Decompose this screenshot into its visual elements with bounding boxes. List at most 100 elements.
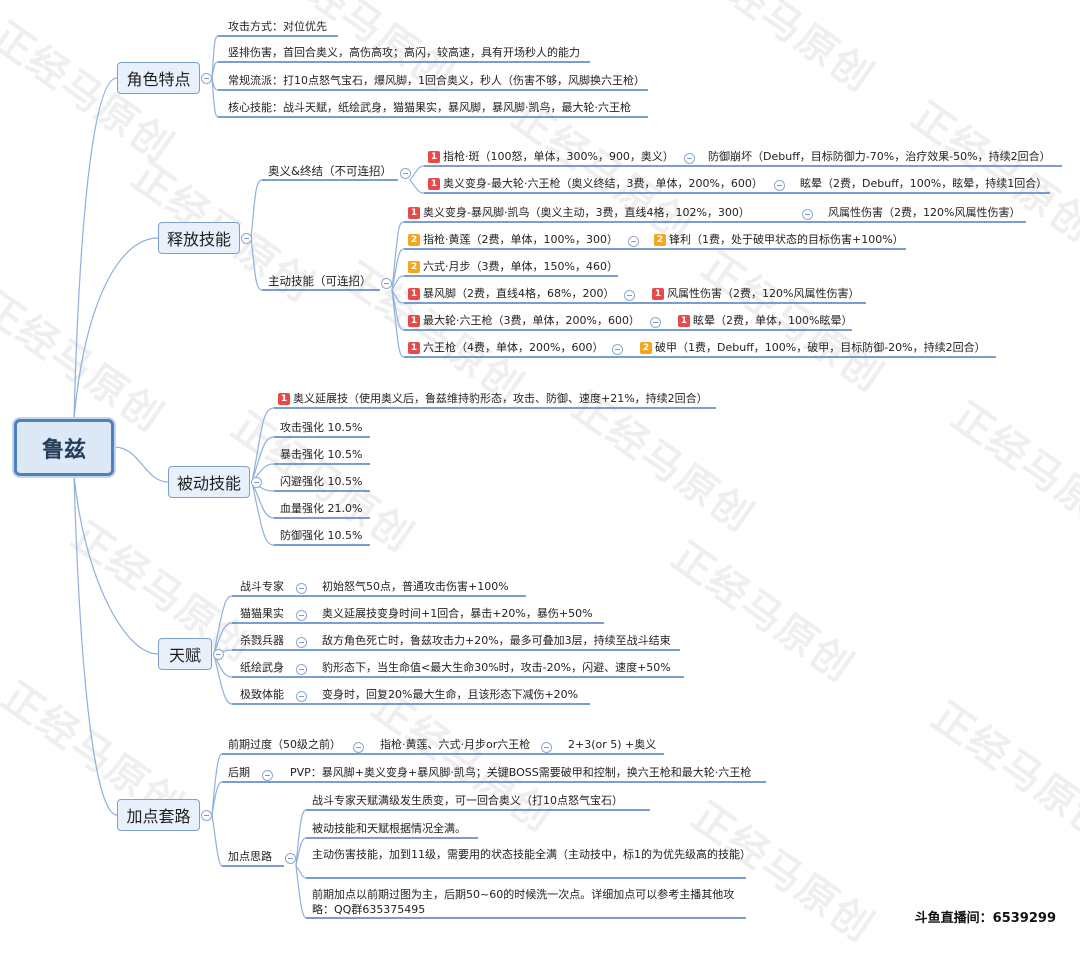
active-skill-2-text: 指枪·黄莲（2费，单体，100%，300） bbox=[423, 233, 618, 246]
passive-ult-extension-text: 奥义延展技（使用奥义后，鲁兹维持豹形态，攻击、防御、速度+21%，持续2回合） bbox=[293, 392, 708, 405]
collapse-toggle-icon[interactable] bbox=[400, 168, 411, 179]
talent-desc[interactable]: 豹形态下，当生命值<最大生命30%时，攻击-20%，闪避、速度+50% bbox=[322, 661, 671, 674]
priority-badge-1: 1 bbox=[408, 342, 420, 354]
branch-features[interactable]: 角色特点 bbox=[117, 62, 200, 94]
ult-finish-text: 奥义变身-最大轮·六王枪（奥义终结，3费，单体，200%，600） bbox=[443, 177, 763, 190]
collapse-toggle-icon[interactable] bbox=[296, 637, 307, 648]
collapse-toggle-icon[interactable] bbox=[285, 853, 296, 864]
passive-attack[interactable]: 攻击强化 10.5% bbox=[280, 421, 363, 434]
priority-badge-2: 2 bbox=[408, 234, 420, 246]
collapse-toggle-icon[interactable] bbox=[213, 649, 224, 660]
passive-crit[interactable]: 暴击强化 10.5% bbox=[280, 448, 363, 461]
build-idea[interactable]: 主动伤害技能，加到11级，需要用的状态技能全满（主动技中，标1的为优先级高的技能… bbox=[312, 848, 751, 861]
skills-active-label[interactable]: 主动技能（可连招） bbox=[268, 274, 372, 288]
collapse-toggle-icon[interactable] bbox=[802, 209, 813, 220]
active-skill-6-text: 六王枪（4费，单体，200%，600） bbox=[423, 341, 604, 354]
collapse-toggle-icon[interactable] bbox=[201, 810, 212, 821]
talent-name[interactable]: 猫猫果实 bbox=[240, 607, 284, 620]
collapse-toggle-icon[interactable] bbox=[353, 742, 364, 753]
talent-name[interactable]: 战斗专家 bbox=[240, 580, 284, 593]
build-early-skills[interactable]: 指枪·黄莲、六式·月步or六王枪 bbox=[380, 738, 531, 751]
collapse-toggle-icon[interactable] bbox=[774, 180, 785, 191]
active-skill-3-text: 六式·月步（3费，单体，150%，460） bbox=[423, 260, 618, 273]
priority-badge-1: 1 bbox=[408, 207, 420, 219]
branch-talents[interactable]: 天赋 bbox=[158, 638, 212, 670]
priority-badge-1: 1 bbox=[678, 315, 690, 327]
talent-desc[interactable]: 敌方角色死亡时，鲁兹攻击力+20%，最多可叠加3层，持续至战斗结束 bbox=[322, 634, 671, 647]
collapse-toggle-icon[interactable] bbox=[541, 742, 552, 753]
talent-name[interactable]: 纸绘武身 bbox=[240, 661, 284, 674]
collapse-toggle-icon[interactable] bbox=[624, 290, 635, 301]
collapse-toggle-icon[interactable] bbox=[296, 691, 307, 702]
collapse-toggle-icon[interactable] bbox=[241, 233, 252, 244]
build-late-text[interactable]: PVP：暴风脚+奥义变身+暴风脚·凯鸟；关键BOSS需要破甲和控制，换六王枪和最… bbox=[290, 766, 752, 779]
priority-badge-1: 1 bbox=[652, 288, 664, 300]
collapse-toggle-icon[interactable] bbox=[628, 236, 639, 247]
priority-badge-2: 2 bbox=[654, 234, 666, 246]
branch-build[interactable]: 加点套路 bbox=[117, 799, 200, 831]
talent-desc[interactable]: 奥义延展技变身时间+1回合，暴击+20%，暴伤+50% bbox=[322, 607, 593, 620]
ult-skill-effect[interactable]: 防御崩坏（Debuff，目标防御力-70%，治疗效果-50%，持续2回合） bbox=[708, 150, 1051, 163]
priority-badge-1: 1 bbox=[428, 178, 440, 190]
skills-ult-label[interactable]: 奥义&终结（不可连招） bbox=[268, 164, 392, 178]
active-skill-1-text: 奥义变身-暴风脚·凯鸟（奥义主动，3费，直线4格，102%，300） bbox=[423, 206, 750, 219]
collapse-toggle-icon[interactable] bbox=[201, 73, 212, 84]
build-idea[interactable]: 战斗专家天赋满级发生质变，可一回合奥义（打10点怒气宝石） bbox=[312, 794, 623, 807]
talent-name[interactable]: 杀戮兵器 bbox=[240, 634, 284, 647]
collapse-toggle-icon[interactable] bbox=[296, 664, 307, 675]
talent-desc[interactable]: 初始怒气50点，普通攻击伤害+100% bbox=[322, 580, 509, 593]
priority-badge-2: 2 bbox=[640, 342, 652, 354]
feature-attack-mode[interactable]: 攻击方式：对位优先 bbox=[228, 20, 327, 33]
active-skill-2-effect-text: 锋利（1费，处于破甲状态的目标伤害+100%） bbox=[669, 233, 904, 246]
branch-passive[interactable]: 被动技能 bbox=[168, 466, 250, 498]
feature-playstyle[interactable]: 常规流派：打10点怒气宝石，爆风脚，1回合奥义，秒人（伤害不够，风脚换六王枪） bbox=[228, 74, 645, 87]
priority-badge-1: 1 bbox=[278, 393, 290, 405]
feature-core-skills[interactable]: 核心技能：战斗天赋，纸绘武身，猫猫果实，暴风脚，暴风脚·凯鸟，最大轮·六王枪 bbox=[228, 101, 631, 114]
collapse-toggle-icon[interactable] bbox=[381, 278, 392, 289]
collapse-toggle-icon[interactable] bbox=[684, 153, 695, 164]
priority-badge-1: 1 bbox=[408, 288, 420, 300]
passive-hp[interactable]: 血量强化 21.0% bbox=[280, 502, 363, 515]
branch-skills[interactable]: 释放技能 bbox=[158, 222, 240, 254]
talent-name[interactable]: 极致体能 bbox=[240, 688, 284, 701]
collapse-toggle-icon[interactable] bbox=[262, 770, 273, 781]
root-node[interactable]: 鲁兹 bbox=[14, 419, 114, 476]
build-early-label[interactable]: 前期过度（50级之前） bbox=[228, 738, 341, 751]
passive-defense[interactable]: 防御强化 10.5% bbox=[280, 529, 363, 542]
active-skill-5-text: 最大轮·六王枪（3费，单体，200%，600） bbox=[423, 314, 640, 327]
priority-badge-1: 1 bbox=[428, 151, 440, 163]
build-ideas-label[interactable]: 加点思路 bbox=[228, 850, 272, 863]
build-late-label[interactable]: 后期 bbox=[228, 766, 250, 779]
active-skill-1-effect[interactable]: 风属性伤害（2费，120%风属性伤害） bbox=[828, 206, 1021, 219]
talent-desc[interactable]: 变身时，回复20%最大生命，且该形态下减伤+20% bbox=[322, 688, 579, 701]
priority-badge-1: 1 bbox=[408, 315, 420, 327]
build-idea[interactable]: 被动技能和天赋根据情况全满。 bbox=[312, 822, 466, 835]
collapse-toggle-icon[interactable] bbox=[612, 344, 623, 355]
ult-finish-effect[interactable]: 眩晕（2费，Debuff，100%，眩晕，持续1回合） bbox=[800, 177, 1048, 190]
active-skill-5-effect-text: 眩晕（2费，单体，100%眩晕） bbox=[693, 314, 853, 327]
collapse-toggle-icon[interactable] bbox=[296, 583, 307, 594]
collapse-toggle-icon[interactable] bbox=[296, 610, 307, 621]
priority-badge-2: 2 bbox=[408, 261, 420, 273]
active-skill-4-effect-text: 风属性伤害（2费，120%风属性伤害） bbox=[667, 287, 860, 300]
build-early-rule[interactable]: 2+3(or 5) +奥义 bbox=[568, 738, 657, 751]
collapse-toggle-icon[interactable] bbox=[650, 317, 661, 328]
build-idea[interactable]: 前期加点以前期过图为主，后期50~60的时候洗一次点。详细加点可以参考主播其他攻… bbox=[312, 888, 735, 916]
collapse-toggle-icon[interactable] bbox=[251, 477, 262, 488]
passive-dodge[interactable]: 闪避强化 10.5% bbox=[280, 475, 363, 488]
feature-damage[interactable]: 竖排伤害，首回合奥义，高伤高攻；高闪，较高速，具有开场秒人的能力 bbox=[228, 46, 580, 59]
